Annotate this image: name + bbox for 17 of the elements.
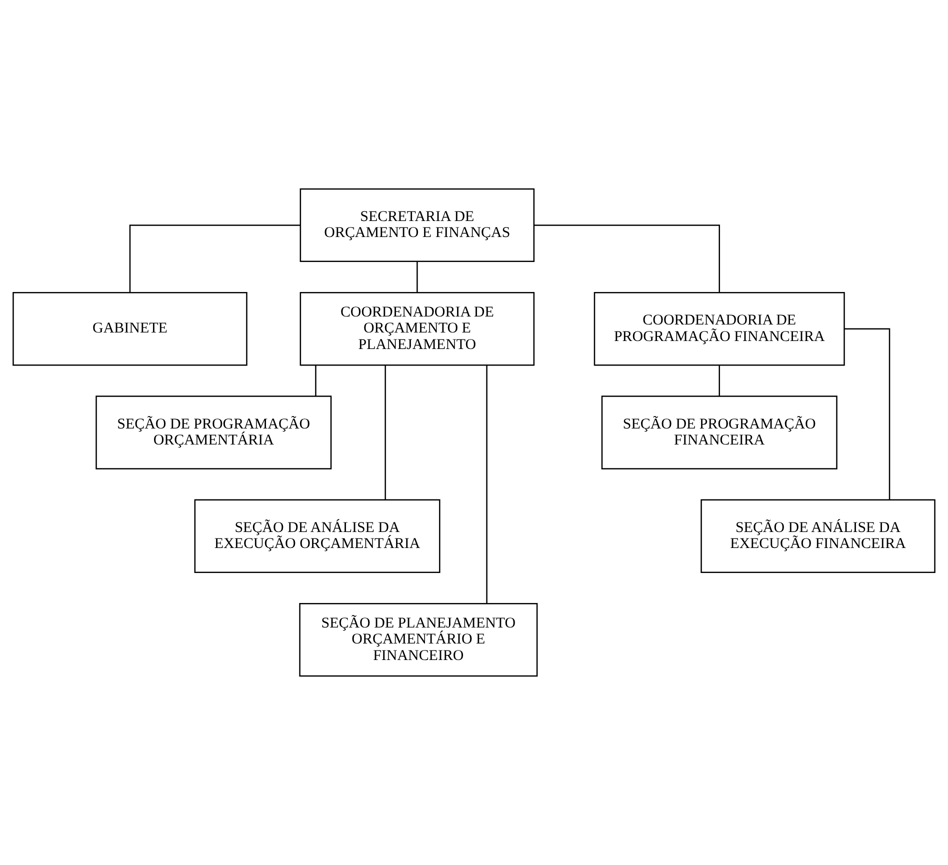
node-box: SEÇÃO DE PROGRAMAÇÃO FINANCEIRA bbox=[601, 396, 838, 470]
connector bbox=[384, 365, 386, 500]
node-box: COORDENADORIA DE ORÇAMENTO E PLANEJAMENTO bbox=[300, 292, 535, 366]
node-box: SEÇÃO DE PLANEJAMENTO ORÇAMENTÁRIO E FINANCEIRO bbox=[299, 602, 538, 677]
node-box: SEÇÃO DE ANÁLISE DA EXECUÇÃO FINANCEIRA bbox=[700, 499, 936, 573]
connector bbox=[315, 365, 316, 396]
connector bbox=[416, 261, 418, 292]
connector bbox=[718, 365, 720, 396]
node-box: SEÇÃO DE ANÁLISE DA EXECUÇÃO ORÇAMENTÁRIA bbox=[194, 499, 440, 573]
connector bbox=[129, 224, 300, 293]
connector bbox=[486, 365, 488, 604]
node-box: SECRETARIA DE ORÇAMENTO E FINANÇAS bbox=[300, 188, 535, 262]
connector bbox=[534, 224, 720, 293]
node-box: SEÇÃO DE PROGRAMAÇÃO ORÇAMENTÁRIA bbox=[96, 396, 332, 470]
connector bbox=[844, 328, 890, 500]
node-box: COORDENADORIA DE PROGRAMAÇÃO FINANCEIRA bbox=[594, 292, 845, 366]
node-box: GABINETE bbox=[12, 292, 248, 366]
